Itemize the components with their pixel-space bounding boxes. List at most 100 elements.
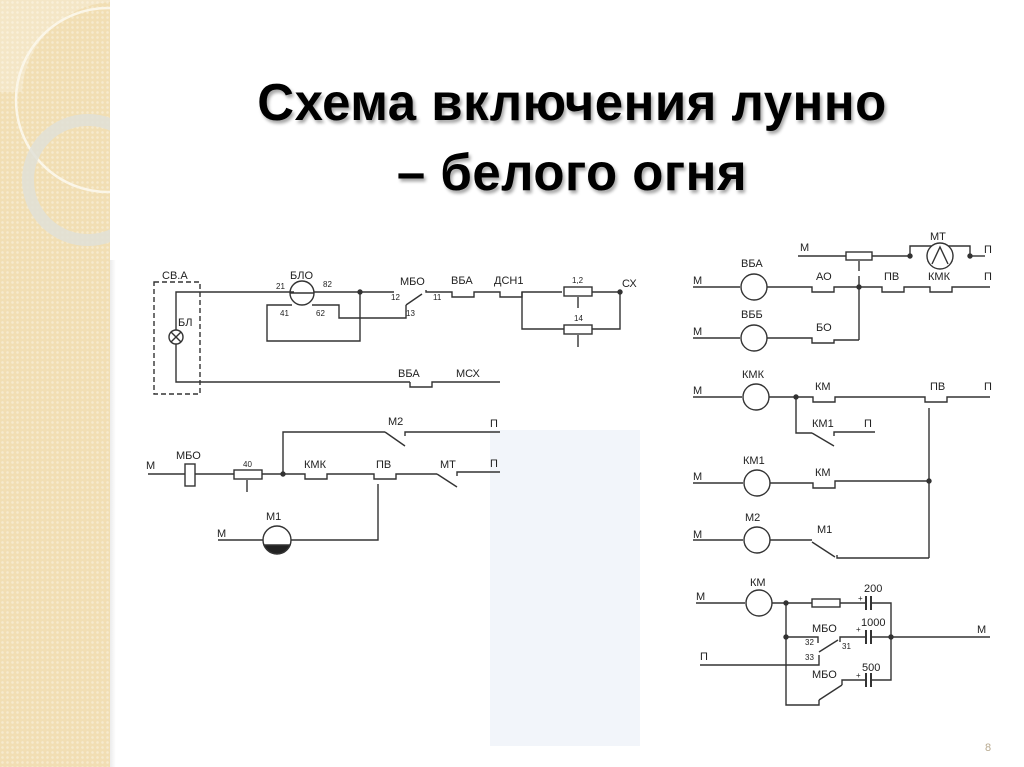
wire-bo [767, 337, 859, 344]
label-res-12: 1,2 [572, 276, 584, 285]
label-vba: ВБА [741, 258, 763, 270]
label-kmk1: КМК [928, 271, 951, 283]
label-pin-12: 12 [391, 293, 400, 302]
wire [404, 431, 500, 436]
label-dsn1: ДСН1 [494, 275, 523, 287]
mbo-switch-a [818, 639, 839, 653]
wire [266, 292, 361, 342]
label-km-a: КМ [815, 381, 831, 393]
wire [521, 292, 564, 330]
relay-vba-icon [740, 273, 768, 301]
wire [175, 291, 294, 330]
right-circuits: М МТ П М ВБА АО ПВ КМК П М ВББ БО М [693, 231, 992, 706]
wire-km [770, 480, 929, 489]
label-c200: 200 [864, 583, 882, 595]
label-bo: БО [816, 322, 832, 334]
label-mt: МТ [930, 231, 946, 243]
label-mbo: МБО [400, 276, 425, 288]
wire [871, 602, 892, 681]
label-pin-11: 11 [433, 293, 442, 302]
sva-dashed-box [153, 281, 201, 395]
label-m1: М1 [266, 511, 281, 523]
label-km1-contact: КМ1 [812, 418, 834, 430]
label-sva: СВ.А [162, 270, 188, 282]
label-m-out: М [977, 624, 986, 636]
label-m-mt: М [800, 242, 809, 254]
wire-ao-pv-kmk [767, 286, 990, 293]
label-vba-2: ВБА [398, 368, 420, 380]
label-km-b: КМ [815, 467, 831, 479]
label-km: КМ [750, 577, 766, 589]
slide-title: Схема включения лунно – белого огня [129, 68, 1015, 208]
label-c1000: 1000 [861, 617, 885, 629]
wire-kmk-pv [262, 473, 437, 480]
label-plus: + [856, 671, 861, 680]
label-pin-13: 13 [406, 309, 415, 318]
label-p-row3: П [984, 381, 992, 393]
deco-mask [110, 0, 160, 260]
label-mbo-b: МБО [812, 669, 837, 681]
relay-m2-icon [743, 526, 771, 554]
label-m-vbb: М [693, 326, 702, 338]
label-bl: БЛ [178, 317, 192, 329]
deco-arc-fill [0, 0, 110, 92]
label-kmk: КМК [742, 369, 765, 381]
resistor-mt [845, 251, 873, 261]
title-line-2: – белого огня [396, 144, 748, 202]
resistor-12 [563, 286, 593, 297]
label-p-mt: П [984, 244, 992, 256]
label-m2: М2 [745, 512, 760, 524]
motor-mt-icon [926, 242, 954, 270]
mbo-switch [405, 293, 423, 306]
wire [836, 555, 929, 559]
wire [282, 431, 385, 474]
label-c500: 500 [862, 662, 880, 674]
junction [926, 478, 932, 484]
label-sx: СХ [622, 278, 637, 290]
relay-vbb-icon [740, 324, 768, 352]
label-pin-33: 33 [805, 653, 814, 662]
label-pin-62: 62 [316, 309, 325, 318]
label-pin-82: 82 [323, 280, 332, 289]
wire [785, 603, 820, 706]
label-plus: + [858, 594, 863, 603]
wire-km-pv [769, 396, 990, 403]
wire [795, 397, 812, 434]
label-m1: М1 [817, 524, 832, 536]
label-msx: МСХ [456, 368, 480, 380]
label-p-in: П [700, 651, 708, 663]
label-pv1: ПВ [884, 271, 899, 283]
wire [456, 471, 500, 476]
label-km1: КМ1 [743, 455, 765, 467]
relay-km1-icon [743, 469, 771, 497]
bottom-left-circuit: М МБО 40 КМК ПВ МТ П М2 П М М1 [146, 416, 500, 555]
label-res-14: 14 [574, 314, 583, 323]
label-m-m2: М [693, 529, 702, 541]
label-m-km: М [696, 591, 705, 603]
label-blo: БЛО [290, 270, 313, 282]
mbo-switch-b [818, 684, 843, 701]
title-line-1: Схема включения лунно [257, 74, 887, 132]
label-m-motor: М [217, 528, 226, 540]
mt-switch [436, 473, 458, 488]
label-p-row1: П [984, 271, 992, 283]
motor-m1-fill [262, 544, 292, 555]
relay-kmk-icon [742, 383, 770, 411]
label-vbb: ВББ [741, 309, 763, 321]
resistor-14 [563, 324, 593, 335]
label-m-km1: М [693, 471, 702, 483]
motor-mt-glyph [931, 245, 949, 265]
label-p-km1: П [864, 418, 872, 430]
wire [786, 636, 819, 643]
wire [700, 655, 820, 666]
label-mbo: МБО [176, 450, 201, 462]
wire [833, 431, 875, 436]
label-p1: П [490, 458, 498, 470]
m2-switch [384, 431, 406, 447]
deco-circle-large [14, 6, 160, 194]
lamp-cross-2 [170, 331, 182, 343]
label-mbo-a: МБО [812, 623, 837, 635]
label-m: М [146, 460, 155, 472]
label-pv2: ПВ [930, 381, 945, 393]
scan-background [490, 430, 640, 746]
